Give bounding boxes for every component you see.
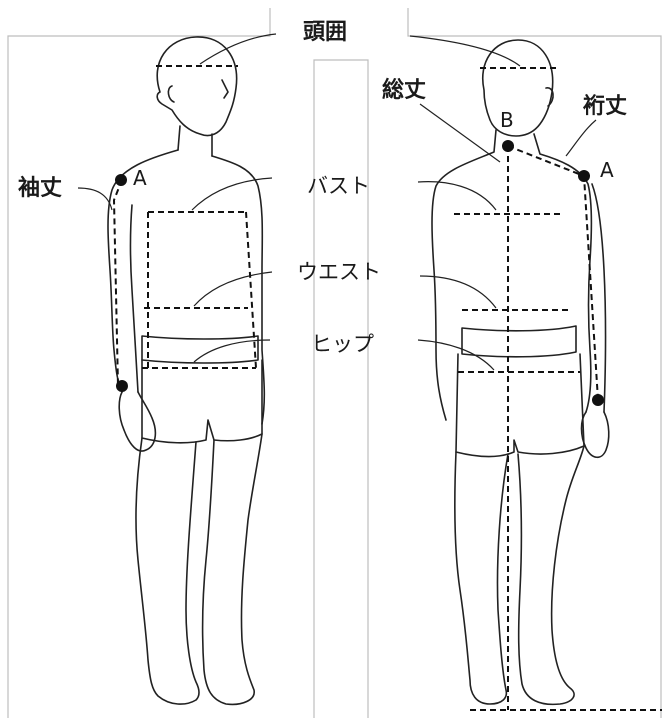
back-right-leg <box>518 446 584 704</box>
front-hand <box>119 392 155 451</box>
back-waistband <box>462 326 576 357</box>
point-wrist-back <box>592 394 604 406</box>
front-right-torso-dash <box>246 212 256 368</box>
back-hand <box>582 412 609 457</box>
front-ear <box>168 86 174 102</box>
label-bust: バスト <box>307 176 370 197</box>
label-yuki: 裄丈 <box>583 96 627 118</box>
center-strip-frame <box>314 60 368 718</box>
front-figure <box>108 37 264 704</box>
front-right-leg <box>203 434 262 704</box>
front-chest-line <box>212 156 264 424</box>
measure-lines <box>114 66 662 710</box>
front-neck-left <box>178 126 180 150</box>
point-a-front <box>115 174 127 186</box>
yuki-dash <box>508 146 598 400</box>
point-label-a-back: A <box>600 160 614 180</box>
leader-bust-back <box>418 182 496 210</box>
front-waistband <box>142 336 258 363</box>
label-total-length: 総丈 <box>382 80 426 102</box>
back-head <box>483 40 553 136</box>
front-shorts <box>142 360 262 443</box>
leader-waist-back <box>420 276 496 308</box>
front-arm-inner <box>131 205 139 392</box>
back-left-leg <box>455 452 508 704</box>
label-head: 頭囲 <box>303 22 347 44</box>
leader-yuki <box>566 120 596 156</box>
leader-waist-front <box>194 272 272 306</box>
back-arm-outer <box>592 184 606 412</box>
front-nose <box>222 80 228 98</box>
point-label-a-front: A <box>133 168 147 188</box>
point-wrist-front <box>116 380 128 392</box>
point-b-back <box>502 140 514 152</box>
front-left-leg <box>136 438 199 704</box>
leader-head-back <box>410 36 520 66</box>
point-label-b: B <box>500 110 514 130</box>
point-a-back <box>578 170 590 182</box>
leader-sleeve <box>78 188 112 210</box>
back-left-side <box>432 130 496 420</box>
back-shorts <box>456 354 584 457</box>
leader-lines <box>78 34 596 370</box>
label-hip: ヒップ <box>311 334 374 355</box>
label-waist: ウエスト <box>297 262 381 283</box>
panel-frames <box>8 8 661 718</box>
label-sleeve: 袖丈 <box>18 178 62 200</box>
